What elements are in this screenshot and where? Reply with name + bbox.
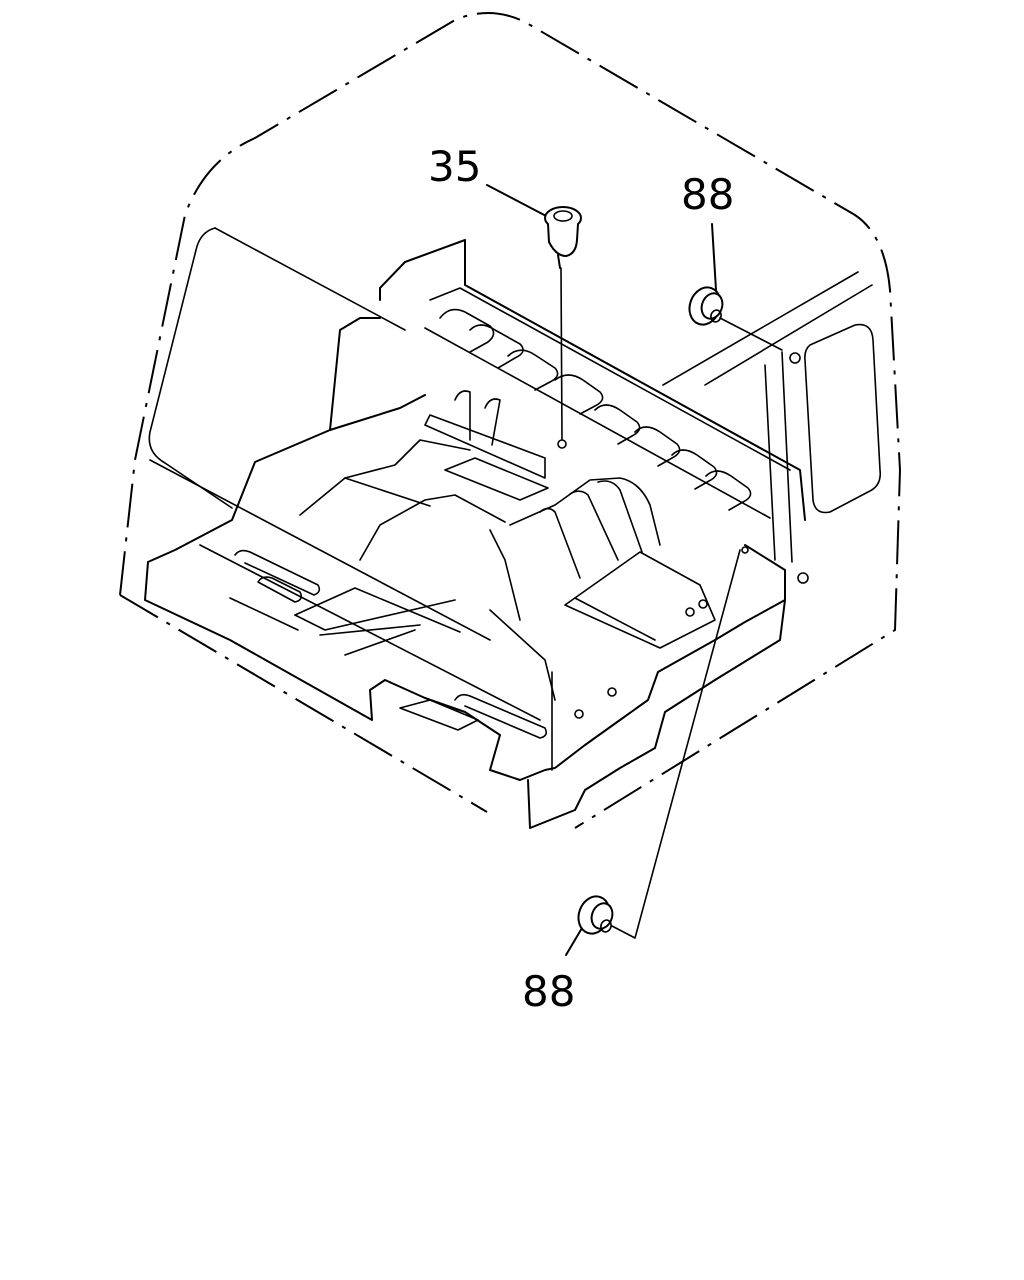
grommet-88-lower-install-line [611,549,741,939]
clip-35-mount-hole [557,439,567,449]
grommet-88-lower-bore [600,919,612,933]
grommet-part-88-lower[interactable] [565,549,741,956]
clip-35-head-inner [553,210,573,222]
callout-35: 35 [428,142,481,191]
callout-88-upper: 88 [681,170,734,219]
callout-88-lower: 88 [522,967,575,1016]
floor-pan [144,317,786,829]
side-panels [148,227,882,584]
clip-part-35[interactable] [486,184,582,449]
grommet-88-upper-leader [711,223,717,291]
clip-35-install-line [560,267,563,441]
clip-35-shank [547,223,579,258]
grommet-88-upper-body [700,292,724,320]
grommet-88-lower-body [590,902,614,930]
rear-wall-ribs [379,239,806,521]
body-diagonal [149,459,491,641]
cab-phantom-outline [119,11,901,829]
grommet-88-upper-install-line [719,317,783,351]
grommet-88-lower-leader [565,927,583,956]
grommet-part-88-upper[interactable] [684,223,783,351]
clip-35-stem [557,254,561,269]
clip-35-leader [486,184,551,219]
